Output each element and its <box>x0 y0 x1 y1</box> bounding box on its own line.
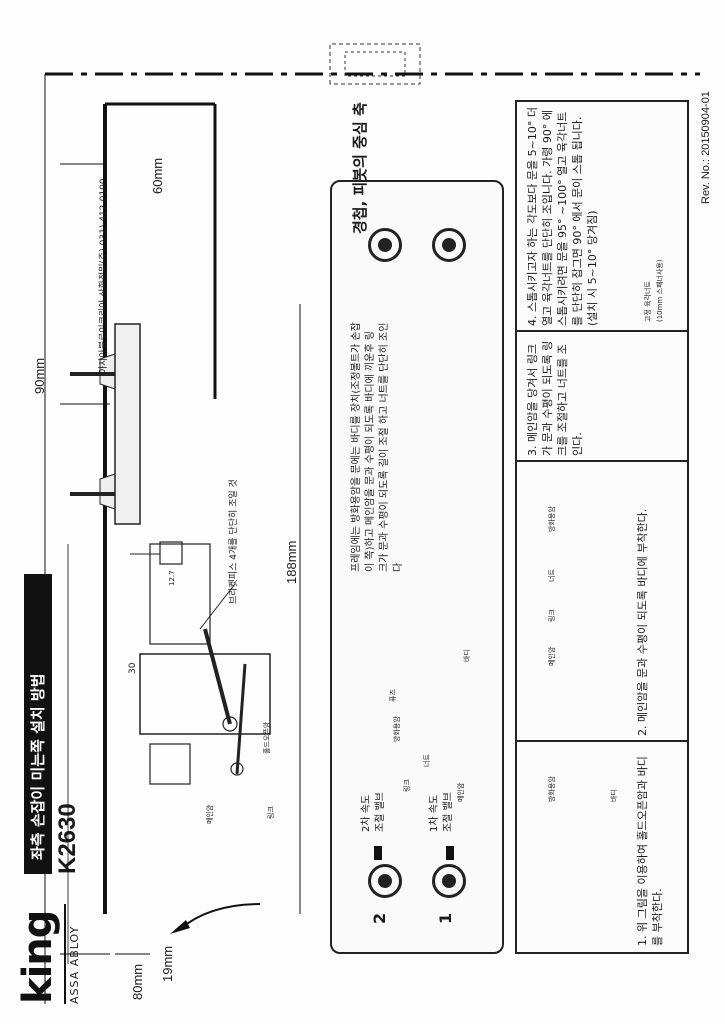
diagram-bracket-note: 브라켓피스 4개를 단단히 조일 것 <box>229 479 239 604</box>
dim-12-7: 12.7 <box>168 570 176 586</box>
frame-installation-note: 프레임에는 방화용암을 문에는 바디를 장치(조정볼트가 손잡이 쪽)하고 메인… <box>351 322 404 572</box>
valve-mark-1 <box>446 846 454 860</box>
swing-arrow-head <box>170 920 190 934</box>
diagram-link: 링크 <box>267 806 275 819</box>
hinge-outline <box>329 43 421 85</box>
company-info: 아사아블로이코리아 산화정밀(주) 031) 412-0100 <box>99 178 109 374</box>
label-fuse: 퓨즈 <box>389 689 397 702</box>
step-divider-2 <box>517 460 687 462</box>
dim-30: 30 <box>128 662 138 674</box>
step-3-text: 메인암을 당겨서 링크가 문과 수평이 되도록 링크를 조절하고 너트를 조인다… <box>526 340 584 456</box>
revision-number: Rev. No.: 20150904-01 <box>700 91 712 204</box>
step-2-text: 메인암을 문과 수평이 되도록 바디에 부착한다. <box>636 508 649 722</box>
dim-90: 90mm <box>32 357 47 394</box>
step-1-text: 위 그림을 이용하여 홀드오픈암과 바디를 부착한다. <box>636 756 664 946</box>
valve-number-1: 1 <box>436 912 455 924</box>
step-2-label-main-arm: 메인암 <box>548 646 556 666</box>
step-2-num: 2. <box>636 725 649 737</box>
valve-mark-2 <box>374 846 382 860</box>
label-body: 바디 <box>463 649 471 662</box>
diagram-hold-open: 홀드오픈암 <box>263 721 271 754</box>
mount-hole-1 <box>432 864 466 898</box>
closer-body-plate: 2 1 2차 속도 조절 밸브 1차 속도 조절 밸브 프레임에는 방화용암을 … <box>330 180 504 954</box>
dim-188: 188mm <box>284 540 299 584</box>
hinge-inner <box>344 51 406 77</box>
swing-arrow <box>179 903 261 930</box>
step-4-label-spanner: (10mm 스패너사용) <box>656 259 664 322</box>
label-link: 링크 <box>403 779 411 792</box>
step-divider-1 <box>517 740 687 742</box>
step-2-label-fire-arm: 방화용암 <box>548 506 556 532</box>
step-4-label-nut: 고정 육각너트 <box>644 281 652 322</box>
mount-hole-3 <box>368 228 402 262</box>
step-2-label-nut: 너트 <box>548 569 556 582</box>
dim-19: 19mm <box>160 945 175 982</box>
arm-assembly-diagram <box>130 541 271 785</box>
label-nut: 너트 <box>423 754 431 767</box>
pivot-center-note: 경첩, 피봇의 중심 축 <box>351 102 369 234</box>
step-2: 2. 메인암을 문과 수평이 되도록 바디에 부착한다. <box>635 466 650 736</box>
step-4: 4. 스톱시키고자 하는 각도보다 문을 5~10° 더 열고 육각너트를 단단… <box>525 106 600 326</box>
step-3-num: 3. <box>526 445 539 457</box>
step-3: 3. 메인암을 당겨서 링크가 문과 수평이 되도록 링크를 조절하고 너트를 … <box>525 336 585 456</box>
step-1: 1. 위 그림을 이용하여 홀드오픈암과 바디를 부착한다. <box>635 746 665 946</box>
step-4-num: 4. <box>526 315 539 327</box>
dim-60: 60mm <box>150 157 165 194</box>
step-1-num: 1. <box>636 935 649 947</box>
valve-number-2: 2 <box>370 912 389 924</box>
step-1-label-body: 바디 <box>610 789 618 802</box>
valve-2-label: 2차 속도 조절 밸브 <box>361 792 386 832</box>
step-4-text: 스톱시키고자 하는 각도보다 문을 5~10° 더 열고 육각너트를 단단히 조… <box>526 107 599 326</box>
label-main-arm: 메인암 <box>457 782 465 802</box>
diagram-main-arm: 메인암 <box>206 804 214 824</box>
step-divider-3 <box>517 330 687 332</box>
label-fire-arm: 방화용암 <box>393 716 401 742</box>
mount-hole-2 <box>368 864 402 898</box>
mount-hole-4 <box>432 228 466 262</box>
step-2-label-link: 링크 <box>548 609 556 622</box>
valve-1-label: 1차 속도 조절 밸브 <box>429 792 454 832</box>
dim-80: 80mm <box>130 963 145 1000</box>
frame-bracket <box>114 323 141 525</box>
step-1-label-fire-arm: 방화용암 <box>548 776 556 802</box>
steps-box: 1. 위 그림을 이용하여 홀드오픈암과 바디를 부착한다. 방화용암 바디 2… <box>515 100 689 954</box>
